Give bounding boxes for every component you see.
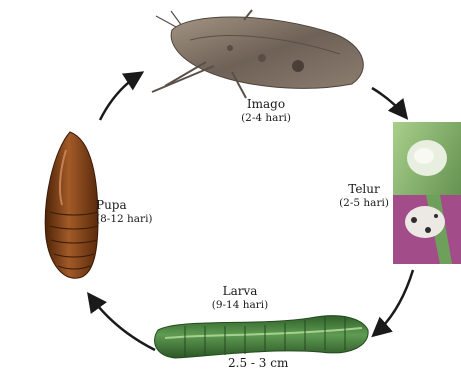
larva-label: Larva (9-14 hari) [200,285,280,311]
imago-duration: (2-4 hari) [236,112,296,124]
larva-size-label: 2.5 - 3 cm [228,356,288,370]
larva-name: Larva [200,285,280,299]
imago-label: Imago (2-4 hari) [236,98,296,124]
egg-image [393,122,461,264]
pupa-image [45,132,98,278]
telur-name: Telur [336,183,392,197]
moth-image [152,10,363,98]
larva-duration: (9-14 hari) [200,299,280,311]
telur-label: Telur (2-5 hari) [336,183,392,209]
pupa-name: Pupa [96,199,166,213]
imago-name: Imago [236,98,296,112]
telur-duration: (2-5 hari) [336,197,392,209]
pupa-duration: (8-12 hari) [96,213,166,225]
pupa-label: Pupa (8-12 hari) [96,199,166,225]
larva-image [155,316,369,358]
